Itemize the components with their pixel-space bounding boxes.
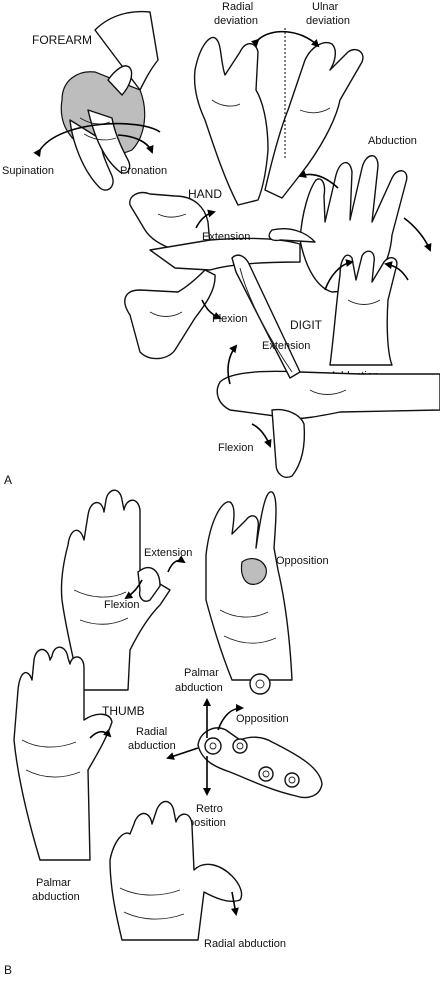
supination-label: Supination: [2, 165, 54, 177]
palmar-abduction-hand-illustration: [13, 646, 113, 861]
hand-extension-label: Extension: [202, 231, 250, 243]
left-palmar-abduction-arrow: [89, 728, 112, 739]
finger-spread-illustration: [268, 155, 408, 366]
wrist-deviation-illustration: [193, 36, 364, 206]
panel-letter-a: A: [4, 473, 12, 487]
radial-abduction-arrow: [166, 747, 199, 760]
thumb-flexion-illustration: [60, 489, 171, 691]
thumb-opposition-illustration: [205, 491, 293, 681]
digit-flexion-label: Flexion: [218, 442, 253, 454]
ulnar-deviation-label-line2: deviation: [306, 15, 350, 27]
thumb-title: THUMB: [102, 704, 145, 718]
opposition-arrow: [217, 704, 244, 731]
radial-deviation-label-line2: deviation: [214, 15, 258, 27]
hand-flexion-illustration: [124, 191, 301, 360]
left-palmar-abduction-line2: abduction: [32, 891, 80, 903]
supination-arrow: [33, 122, 161, 158]
abduction-label: Abduction: [368, 135, 417, 147]
deviation-arrow: [250, 30, 320, 48]
right-radial-abduction-label: Radial abduction: [204, 938, 286, 950]
digit-extension-label: Extension: [262, 340, 310, 352]
pronation-arrow: [117, 134, 154, 154]
digit-title: DIGIT: [290, 318, 323, 332]
forearm-rotation-illustration: [60, 10, 159, 191]
thumb-schematic: [197, 673, 323, 799]
radial-abduction-hand-illustration: [109, 800, 243, 941]
radial-abduction-line1: Radial: [136, 726, 167, 738]
abduction-arrow-left: [298, 170, 339, 189]
opposition-hand-label: Opposition: [276, 555, 329, 567]
digit-motion-illustration: [216, 254, 440, 478]
panel-letter-b: B: [4, 963, 12, 977]
thumb-flexion-arrow: [124, 579, 143, 600]
adduction-arrow-left: [324, 259, 354, 291]
hand-title: HAND: [188, 187, 222, 201]
thumb-extension-arrow: [167, 555, 186, 573]
hand-flexion-label: Flexion: [212, 313, 247, 325]
hand-extension-arrow: [195, 209, 216, 229]
digit-extension-arrow: [227, 344, 238, 385]
forearm-title: FOREARM: [32, 33, 92, 47]
abduction-arrow-right: [403, 217, 432, 252]
adduction-arrow-right: [384, 261, 409, 281]
hand-flexion-arrow: [201, 299, 222, 320]
left-palmar-abduction-line1: Palmar: [36, 877, 71, 889]
radial-abduction-line2: abduction: [128, 740, 176, 752]
right-radial-abduction-arrow: [230, 891, 239, 916]
opposition-label: Opposition: [236, 713, 289, 725]
palmar-abduction-line2: abduction: [175, 682, 223, 694]
thumb-extension-label: Extension: [144, 547, 192, 559]
palmar-abduction-line1: Palmar: [184, 667, 219, 679]
radial-deviation-label-line1: Radial: [222, 1, 253, 13]
retroposition-line1: Retro: [196, 803, 223, 815]
digit-flexion-arrow: [251, 423, 272, 448]
ulnar-deviation-label-line1: Ulnar: [312, 1, 339, 13]
pronation-label: Pronation: [120, 165, 167, 177]
thumb-flexion-label: Flexion: [104, 599, 139, 611]
retroposition-line2: position: [188, 817, 226, 829]
